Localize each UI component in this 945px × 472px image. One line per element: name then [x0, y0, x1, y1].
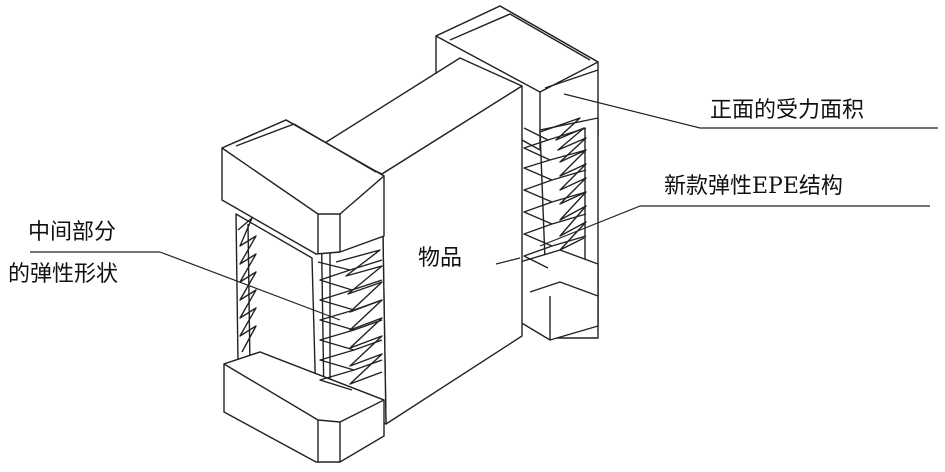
right-zigzag	[523, 117, 587, 269]
label-item: 物品	[418, 246, 463, 271]
label-epe-structure: 新款弹性EPE结构	[664, 174, 843, 199]
leader-middle	[30, 251, 341, 321]
leader-lines	[30, 93, 938, 321]
front-left-protector	[221, 119, 385, 463]
leader-front-area	[563, 93, 938, 129]
label-middle-line1: 中间部分	[28, 220, 117, 245]
label-middle-line2: 的弹性形状	[8, 262, 119, 287]
label-front-area: 正面的受力面积	[710, 98, 865, 123]
leader-item	[495, 257, 521, 265]
left-zigzag	[237, 217, 383, 391]
leader-epe	[539, 205, 930, 247]
